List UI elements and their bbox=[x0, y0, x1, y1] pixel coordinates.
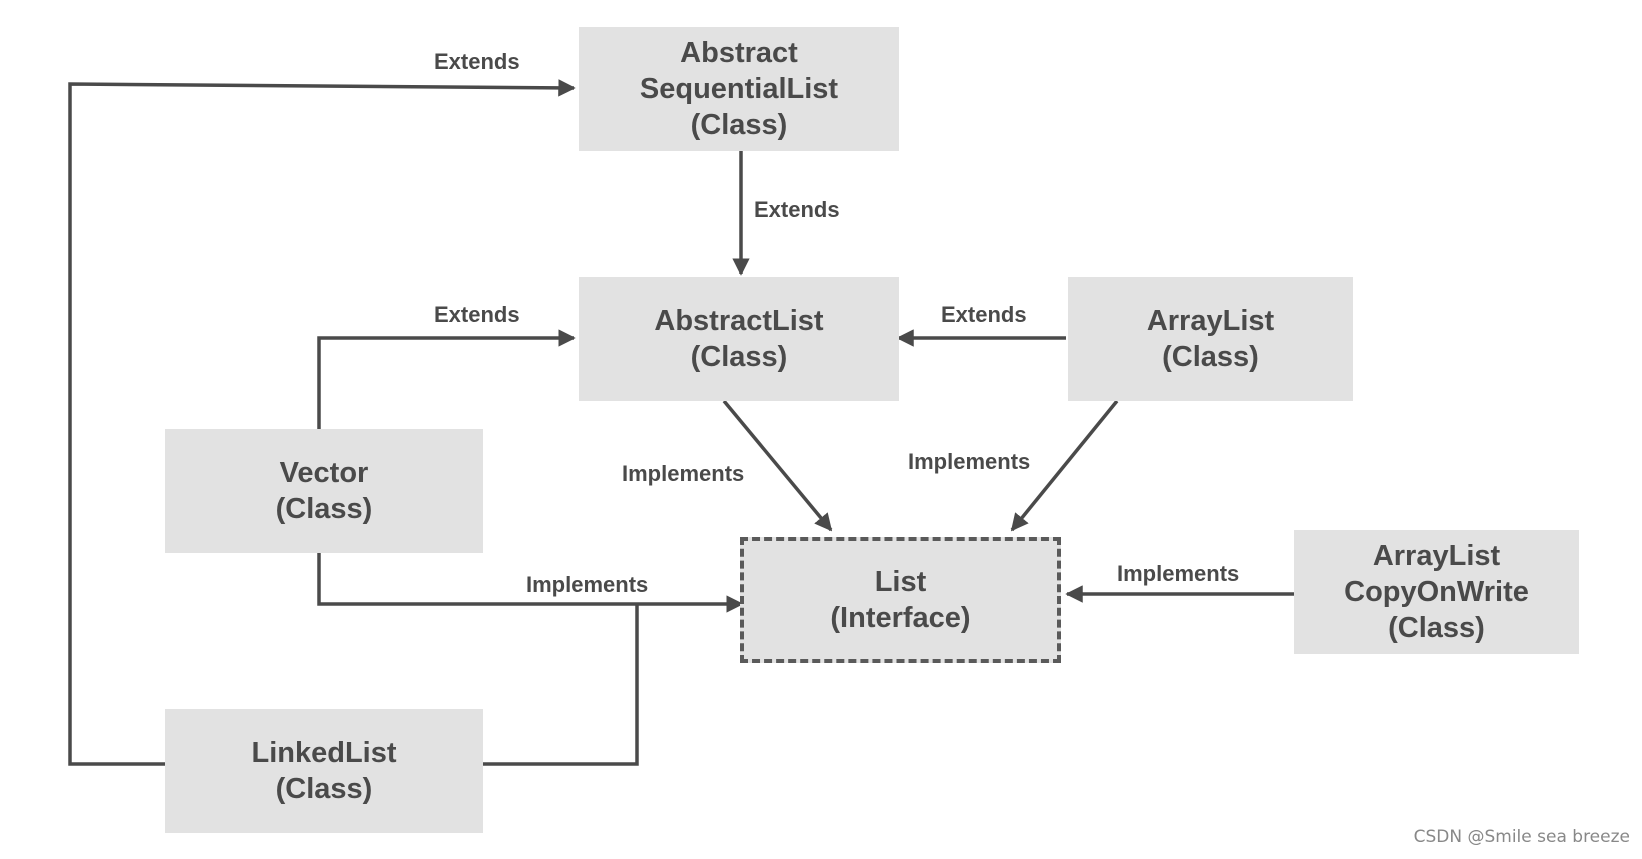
label-linkedlist-extends-asl: Extends bbox=[434, 49, 520, 74]
edge-vector-extends-abstractlist bbox=[317, 329, 576, 429]
node-kind: (Interface) bbox=[830, 602, 971, 634]
node-name-line2: CopyOnWrite bbox=[1344, 576, 1529, 608]
node-array-list-copy-on-write[interactable]: ArrayList CopyOnWrite (Class) bbox=[1294, 530, 1579, 654]
node-name: AbstractList bbox=[654, 305, 824, 337]
node-abstract-list[interactable]: AbstractList (Class) bbox=[579, 277, 899, 401]
node-kind: (Class) bbox=[275, 493, 373, 525]
node-kind: (Class) bbox=[690, 109, 788, 141]
label-arraylist-extends-abstractlist: Extends bbox=[941, 302, 1027, 327]
edge-abstractlist-implements-list bbox=[722, 399, 833, 532]
label-vector-extends-abstractlist: Extends bbox=[434, 302, 520, 327]
node-abstract-sequential-list[interactable]: Abstract SequentialList (Class) bbox=[579, 27, 899, 151]
node-name-line1: ArrayList bbox=[1372, 540, 1501, 572]
label-abstractlist-implements-list: Implements bbox=[622, 461, 745, 486]
edge-vector-implements-list bbox=[317, 553, 744, 613]
node-kind: (Class) bbox=[275, 773, 373, 805]
node-array-list[interactable]: ArrayList (Class) bbox=[1068, 277, 1353, 401]
label-asl-extends-abstractlist: Extends bbox=[754, 197, 840, 222]
edge-linkedlist-extends-asl bbox=[68, 79, 576, 766]
node-linked-list[interactable]: LinkedList (Class) bbox=[165, 709, 483, 833]
node-name-line1: Abstract bbox=[680, 37, 798, 69]
node-kind: (Class) bbox=[1388, 612, 1485, 644]
node-kind: (Class) bbox=[690, 341, 788, 373]
node-name-line2: SequentialList bbox=[639, 73, 839, 105]
node-kind: (Class) bbox=[1162, 341, 1259, 373]
edge-linkedlist-implements-list bbox=[483, 604, 639, 766]
node-list-interface[interactable]: List (Interface) bbox=[740, 537, 1061, 663]
node-vector[interactable]: Vector (Class) bbox=[165, 429, 483, 553]
node-name: ArrayList bbox=[1146, 305, 1275, 337]
node-name: LinkedList bbox=[251, 737, 397, 769]
edge-arraylist-implements-list bbox=[1010, 399, 1119, 532]
label-cow-implements-list: Implements bbox=[1117, 561, 1240, 586]
node-name: List bbox=[874, 566, 927, 598]
label-arraylist-implements-list: Implements bbox=[908, 449, 1031, 474]
watermark-text: CSDN @Smile sea breeze bbox=[1413, 827, 1630, 847]
node-name: Vector bbox=[279, 457, 369, 489]
label-vector-implements-list: Implements bbox=[526, 572, 649, 597]
